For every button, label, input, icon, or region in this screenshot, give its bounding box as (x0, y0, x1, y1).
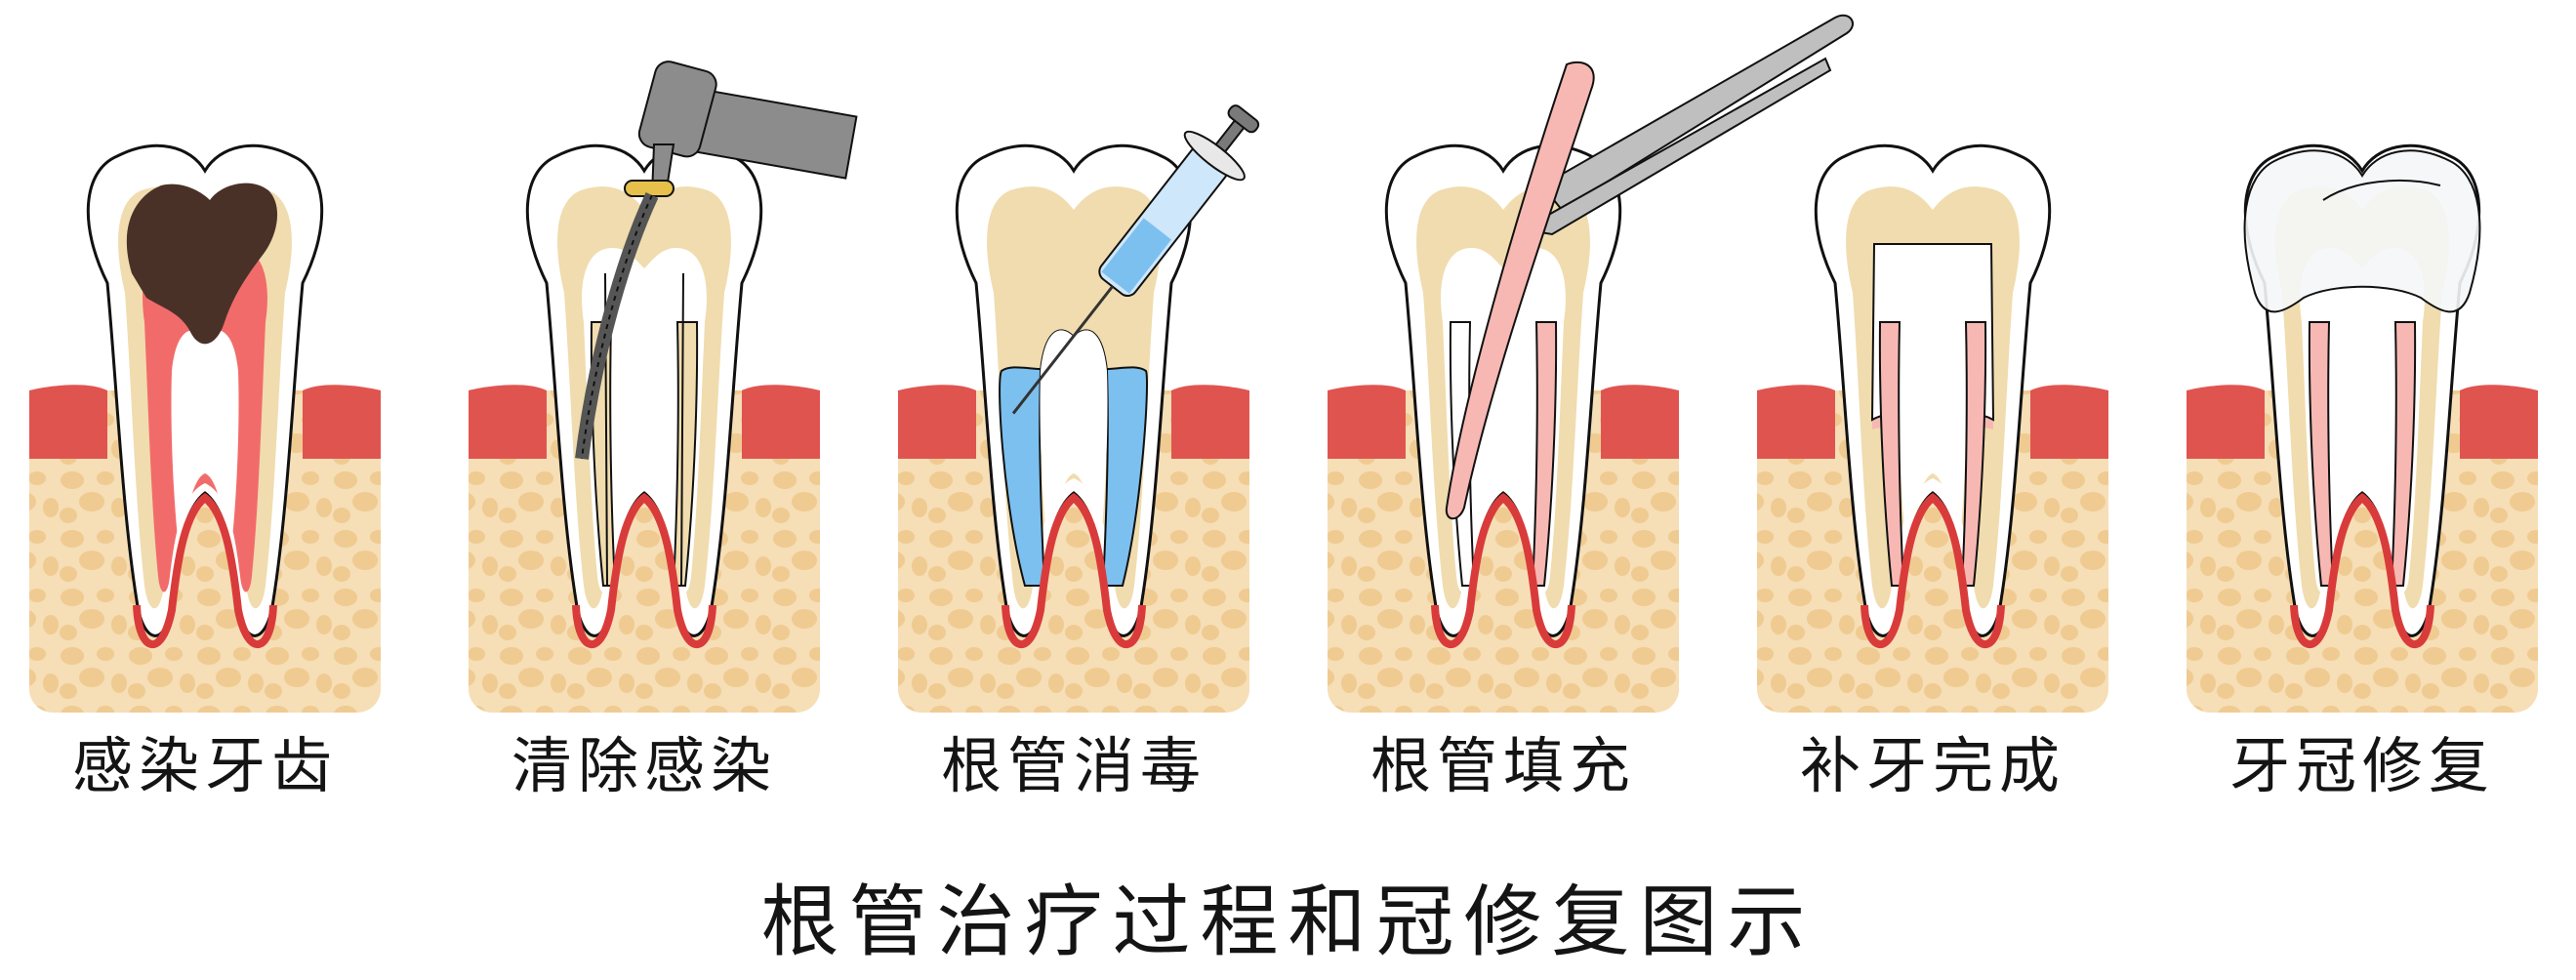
step-fill-canal: 根管填充 (1288, 0, 1718, 820)
step-crown-restoration: 牙冠修复 (2147, 0, 2576, 820)
step-label: 清除感染 (511, 730, 777, 801)
gum-right (303, 385, 381, 459)
step-infected-tooth: 感染牙齿 (0, 0, 420, 820)
gum-left (898, 385, 976, 459)
decay-cavity (126, 183, 278, 345)
disinfect-tooth-illustration (898, 143, 1249, 713)
gum-right (2460, 385, 2538, 459)
gum-right (742, 385, 820, 459)
gum-left (469, 385, 547, 459)
gum-right (1171, 385, 1249, 459)
dental-crown (2243, 149, 2481, 313)
gum-right (2030, 385, 2108, 459)
bone (1757, 390, 2108, 713)
gum-right (1601, 385, 1679, 459)
step-label: 牙冠修复 (2228, 730, 2495, 801)
bone (469, 390, 820, 713)
diagram-title: 根管治疗过程和冠修复图示 (760, 877, 1816, 967)
step-filling-complete: 补牙完成 (1718, 0, 2147, 820)
step-disinfect-canal: 根管消毒 (859, 0, 1288, 820)
step-label: 补牙完成 (1799, 730, 2065, 801)
bone (2187, 390, 2538, 713)
bone (29, 390, 381, 713)
step-label: 感染牙齿 (71, 730, 338, 801)
step-clean-infection: 清除感染 (429, 0, 859, 820)
complete-tooth-illustration (1757, 143, 2108, 713)
filling-tooth-illustration (1328, 143, 1679, 713)
infected-tooth-illustration (29, 143, 381, 713)
cleaning-tooth-illustration (469, 143, 820, 713)
gum-left (1328, 385, 1406, 459)
crown-tooth-illustration (2187, 143, 2538, 713)
gum-left (1757, 385, 1835, 459)
step-label: 根管消毒 (940, 730, 1206, 801)
gum-left (29, 385, 107, 459)
gum-left (2187, 385, 2265, 459)
step-label: 根管填充 (1370, 730, 1636, 801)
bone (898, 390, 1249, 713)
